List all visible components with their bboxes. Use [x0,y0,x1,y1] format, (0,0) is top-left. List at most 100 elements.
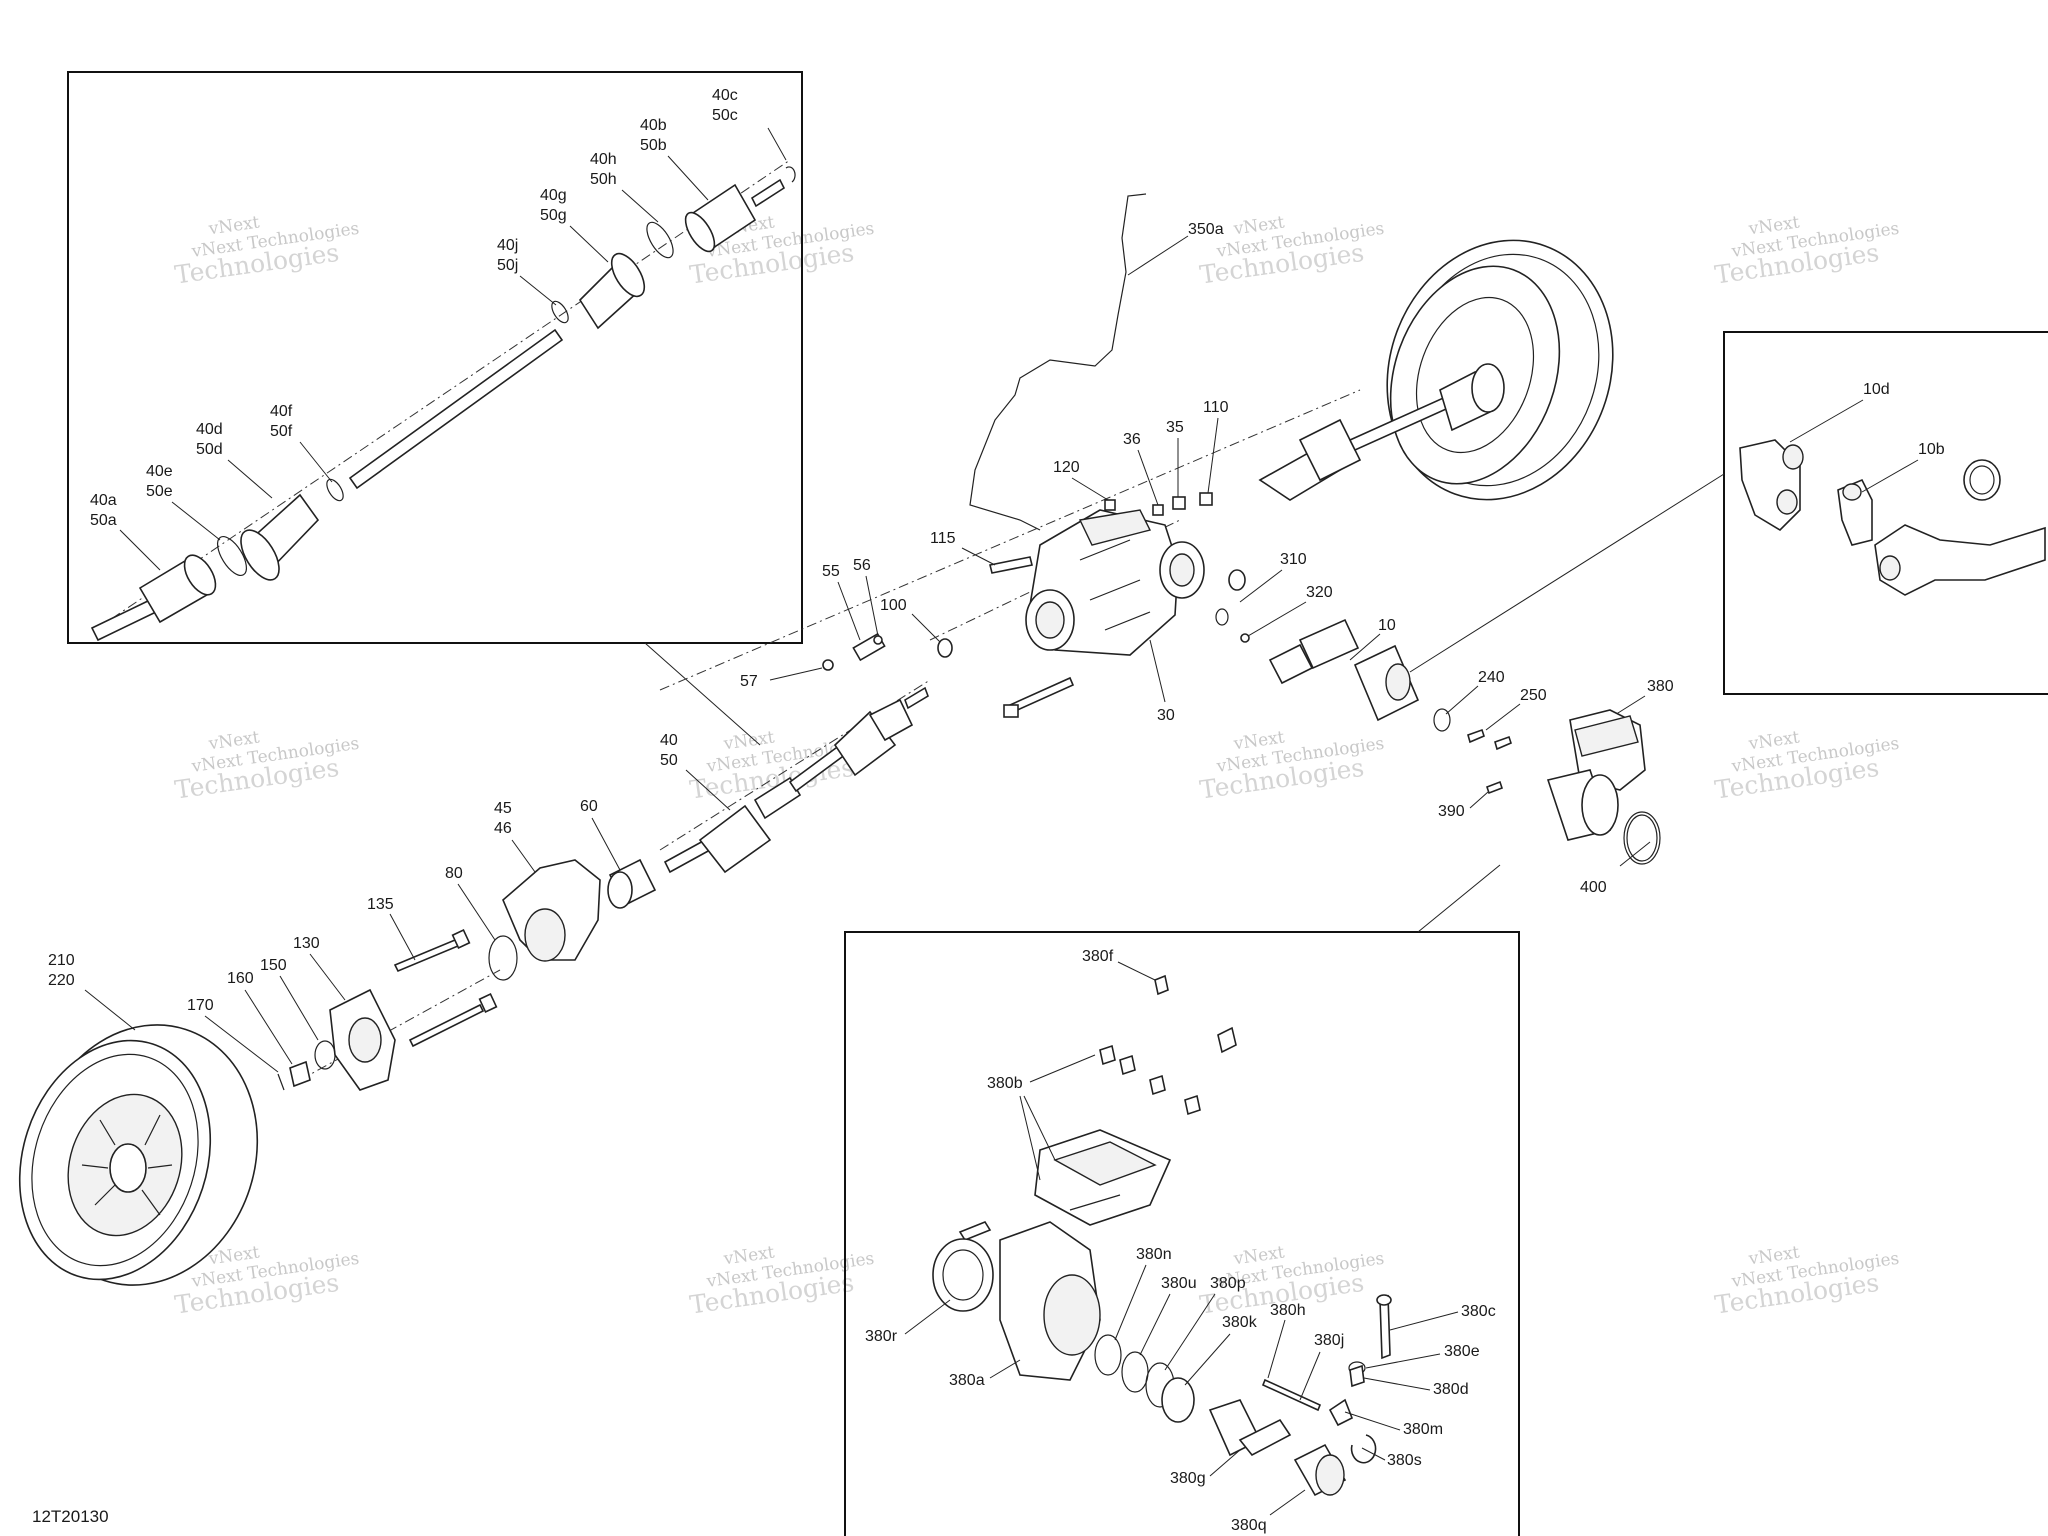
label-380c: 380c [1461,1303,1496,1320]
label-10: 10 [1378,617,1396,634]
bolt-head [1003,704,1019,718]
knuckle-bore [524,908,566,962]
left-wheel [18,1024,259,1286]
oring-400 [1623,811,1661,865]
nut-160 [289,1060,311,1088]
screw-380b-a [1099,1044,1116,1066]
propeller-shaft [1268,618,1512,795]
label-45: 45 [494,800,512,817]
nut-56 [873,635,883,645]
shift-shaft-380g [1238,1418,1292,1457]
label-46: 46 [494,820,512,837]
left-rim-spokes [81,1114,173,1216]
stud-nut-b [478,993,498,1013]
bolt-250 [1467,728,1485,744]
left-rim-lip [31,1053,199,1267]
label-50d: 50d [196,441,223,458]
u-joint [1298,618,1360,670]
label-380: 380 [1647,678,1674,695]
small-clamp-inner [551,300,569,324]
label-50c: 50c [712,107,738,124]
diff-seal-left [1035,601,1065,639]
axle-shaft [348,328,564,490]
seal-380r-inner [942,1249,984,1301]
label-380s: 380s [1387,1452,1422,1469]
label-40e: 40e [146,463,173,480]
ring-380u [1121,1351,1149,1393]
plug-110 [1199,492,1213,506]
label-380g: 380g [1170,1470,1206,1487]
label-310: 310 [1280,551,1307,568]
cross-cap [1842,483,1862,501]
left-drive-shaft [659,679,931,874]
label-390: 390 [1438,803,1465,820]
slip-yoke-bore [1385,663,1411,701]
bolt-115 [989,556,1033,574]
label-220: 220 [48,972,75,989]
detail-box-drive-shaft [67,71,803,644]
label-380n: 380n [1136,1246,1172,1263]
label-55: 55 [822,563,840,580]
label-60: 60 [580,798,598,815]
pin-320 [1240,633,1250,643]
inner-stub [750,178,786,208]
diff-ribs [1079,539,1151,631]
label-380a: 380a [949,1372,985,1389]
drive-shaft-detail [90,159,796,642]
label-380e: 380e [1444,1343,1480,1360]
screw-top-right [1217,1026,1237,1054]
label-50b: 50b [640,137,667,154]
left-cv-boot-outer [753,776,802,820]
label-380k: 380k [1222,1314,1258,1331]
diff-seal-right [1169,553,1195,587]
label-50h: 50h [590,171,617,188]
inner-boot-end [610,252,646,298]
differential-housing [659,389,1361,691]
label-150: 150 [260,957,287,974]
stud-135b [408,1003,485,1048]
stud-135a [393,938,460,973]
seal-10-inner [1969,465,1995,495]
label-40b: 40b [640,117,667,134]
oring-320 [1215,608,1229,626]
bolt-57 [822,659,834,671]
label-40g: 40g [540,187,567,204]
axis-line [659,389,1361,691]
actuator-detail [932,974,1392,1497]
label-120: 120 [1053,459,1080,476]
actuator-plate-detail [1069,1194,1121,1211]
actuator-vent-fitting [958,1221,992,1241]
label-40f: 40f [270,403,293,420]
left-cv-outer [698,804,772,874]
label-380q: 380q [1231,1517,1267,1534]
left-rim-center [109,1143,147,1193]
stud-nut-a [451,929,471,949]
label-50: 50 [660,752,678,769]
left-inner-stub [904,686,929,710]
hub-assembly [277,929,501,1091]
sensor-380c-top [1376,1294,1392,1306]
label-135: 135 [367,896,394,913]
label-380h: 380h [1270,1302,1306,1319]
pin-380h [1261,1378,1322,1412]
label-115: 115 [930,530,956,547]
plug-120 [1104,499,1116,511]
circlip [785,166,796,183]
washer-36 [1152,504,1164,516]
bushing-100 [937,638,953,658]
boot-clamp [216,536,248,576]
label-10b: 10b [1918,441,1945,458]
bearing-face [607,871,633,909]
propeller-shaft-detail [1739,439,2046,596]
label-56: 56 [853,557,871,574]
oring-240 [1433,708,1451,732]
screw-380f [1154,974,1169,996]
label-170: 170 [187,997,214,1014]
label-210: 210 [48,952,75,969]
label-110: 110 [1203,399,1229,416]
vent-hose [969,193,1147,531]
label-400: 400 [1580,879,1607,896]
callout-connector [1417,864,1501,933]
axis-line [929,519,1181,641]
